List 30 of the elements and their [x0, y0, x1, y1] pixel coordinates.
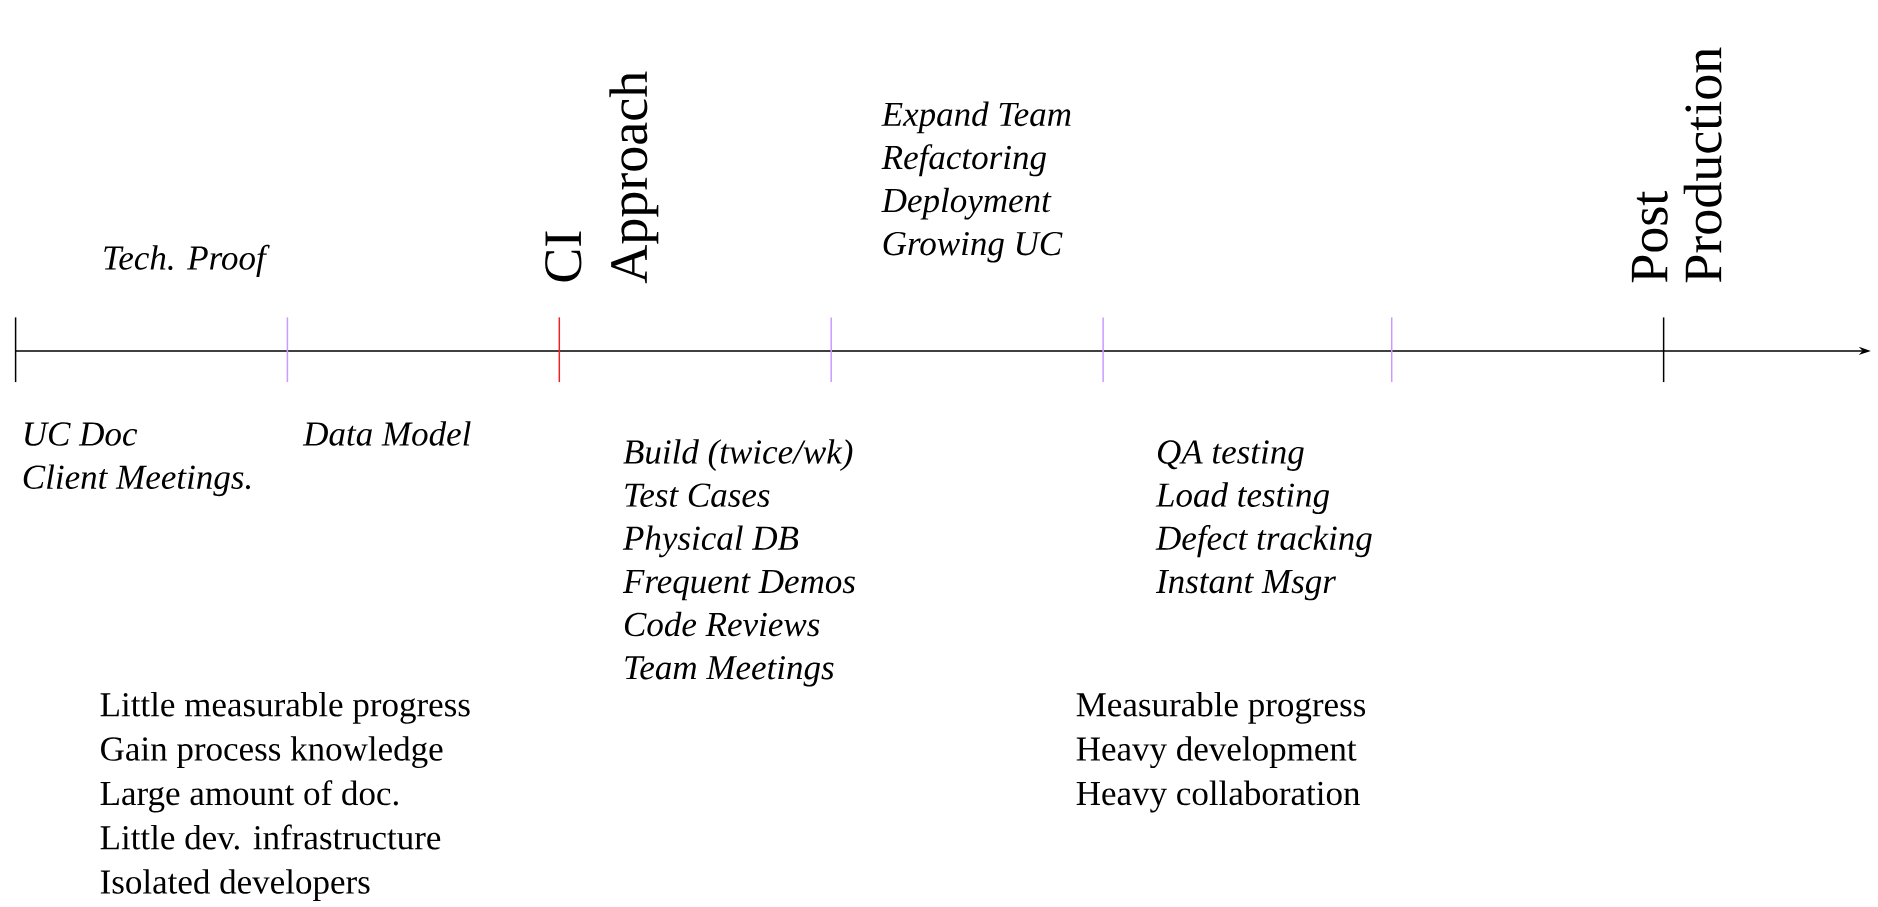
activity-label: Deployment: [881, 187, 1052, 220]
activity-label: Refactoring: [881, 144, 1046, 177]
activity-label: Client Meetings.: [23, 464, 250, 497]
milestone-label: Post: [1631, 191, 1668, 283]
milestone-label: Approach: [609, 71, 659, 284]
note-text: Little measurable progress: [100, 691, 470, 724]
note-text: Heavy development: [1076, 736, 1357, 769]
activity-label: Physical DB: [622, 525, 799, 558]
activity-label: Team Meetings: [625, 655, 834, 687]
note-text: Gain process knowledge: [101, 736, 443, 769]
note-text: Isolated developers: [100, 869, 370, 901]
activity-label: UC Doc: [25, 422, 138, 446]
activity-label: Growing UC: [883, 231, 1063, 263]
note-text: Measurable progress: [1076, 691, 1366, 724]
activity-label: Defect tracking: [1155, 525, 1372, 558]
activity-label: Frequent Demos: [622, 570, 855, 601]
activity-label: QA testing: [1157, 440, 1304, 471]
activity-label: Instant Msgr: [1155, 570, 1336, 601]
note-text: Little dev. infrastructure: [100, 824, 441, 850]
activity-label: Load testing: [1155, 482, 1330, 515]
activity-label: Tech. Proof: [104, 244, 270, 277]
activity-label: Expand Team: [881, 101, 1071, 134]
activity-label: Data Model: [302, 421, 471, 446]
milestone-label: CI: [545, 231, 582, 282]
milestone-label: Production: [1683, 47, 1722, 283]
activity-label: Test Cases: [625, 483, 770, 507]
note-text: Heavy collaboration: [1076, 780, 1360, 813]
note-text: Large amount of doc.: [100, 780, 398, 813]
activity-label: Build (twice/wk): [623, 439, 853, 471]
activity-label: Code Reviews: [624, 611, 820, 637]
